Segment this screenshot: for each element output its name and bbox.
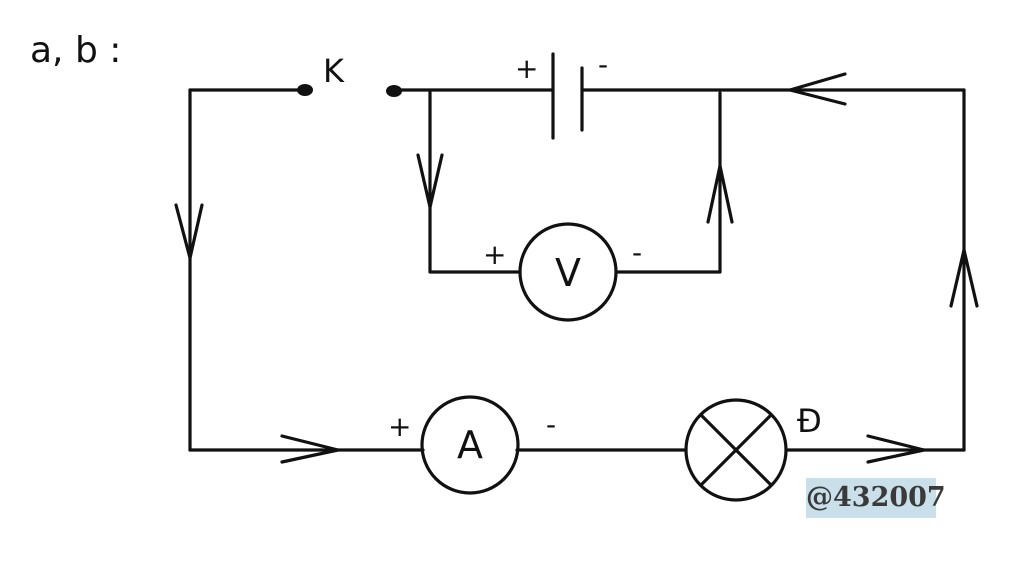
lamp-label: Đ (797, 402, 822, 440)
wire-voltmeter-left (428, 90, 522, 274)
ammeter-label: A (457, 423, 483, 467)
lamp-circle (684, 398, 788, 502)
voltmeter-plus-label: + (483, 238, 506, 271)
watermark: @432007 (806, 478, 946, 518)
switch-contact-left (297, 84, 313, 96)
diagram-heading: a, b : (30, 30, 122, 71)
battery (551, 52, 584, 140)
arrow-bottom-left (280, 434, 340, 464)
arrow-bottom-right (866, 434, 926, 464)
voltmeter-minus-label: - (632, 236, 642, 269)
wire-voltmeter-right (616, 91, 722, 274)
arrow-voltmeter-right-up (706, 164, 734, 224)
arrow-top-right (788, 72, 847, 106)
lamp (684, 398, 788, 502)
ammeter (420, 395, 520, 495)
ammeter-plus-label: + (388, 410, 411, 443)
ammeter-minus-label: - (546, 408, 556, 441)
arrow-left-down (174, 203, 204, 260)
arrow-right-up (949, 248, 979, 308)
lamp-cross-2 (699, 413, 773, 487)
battery-minus-label: - (598, 48, 608, 81)
switch-contact-right (386, 85, 402, 97)
switch (297, 84, 402, 97)
voltmeter-label: V (555, 251, 581, 295)
arrow-voltmeter-left-down (416, 153, 444, 209)
battery-plus-label: + (515, 52, 538, 85)
switch-label: K (323, 52, 345, 90)
voltmeter (518, 222, 618, 322)
